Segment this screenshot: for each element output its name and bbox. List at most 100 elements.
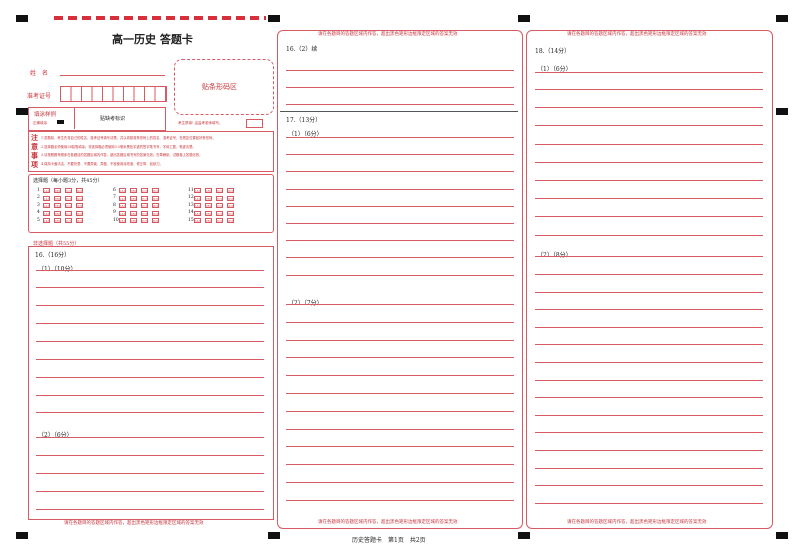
choice-option-bubble[interactable]: [C] [65,210,72,216]
choice-option-bubble[interactable]: [C] [216,195,223,201]
answer-line[interactable] [286,482,514,483]
choice-option-bubble[interactable]: [B] [130,188,137,193]
answer-line[interactable] [36,377,264,378]
answer-line[interactable] [286,304,514,305]
choice-option-bubble[interactable]: [B] [130,218,137,223]
choice-option-bubble[interactable]: [A] [194,210,201,216]
choice-option-bubble[interactable]: [A] [119,195,126,201]
answer-line[interactable] [535,503,763,504]
answer-line[interactable] [36,491,264,492]
choice-option-bubble[interactable]: [D] [76,203,83,208]
answer-line[interactable] [535,162,763,163]
choice-option-bubble[interactable]: [D] [76,218,83,223]
choice-option-bubble[interactable]: [A] [119,203,126,208]
answer-line[interactable] [36,509,264,510]
choice-option-bubble[interactable]: [D] [76,195,83,201]
choice-option-bubble[interactable]: [D] [76,210,83,216]
choice-option-bubble[interactable]: [A] [43,188,50,193]
choice-option-bubble[interactable]: [C] [65,203,72,208]
choice-option-bubble[interactable]: [C] [65,218,72,223]
answer-line[interactable] [36,359,264,360]
choice-option-bubble[interactable]: [A] [43,210,50,216]
answer-line[interactable] [286,87,514,88]
answer-line[interactable] [36,437,264,438]
absent-box[interactable] [246,119,263,128]
choice-option-bubble[interactable]: [C] [216,188,223,193]
choice-option-bubble[interactable]: [B] [205,218,212,223]
answer-line[interactable] [286,340,514,341]
choice-option-bubble[interactable]: [B] [54,203,61,208]
answer-line[interactable] [286,137,514,138]
choice-option-bubble[interactable]: [D] [152,195,159,201]
choice-option-bubble[interactable]: [A] [194,203,201,208]
answer-line[interactable] [36,341,264,342]
choice-option-bubble[interactable]: [C] [141,188,148,193]
choice-option-bubble[interactable]: [B] [130,203,137,208]
choice-option-bubble[interactable]: [D] [227,203,234,208]
choice-option-bubble[interactable]: [D] [152,188,159,193]
choice-option-bubble[interactable]: [C] [141,210,148,216]
answer-line[interactable] [36,270,264,271]
answer-line[interactable] [286,375,514,376]
answer-line[interactable] [286,357,514,358]
answer-line[interactable] [286,446,514,447]
answer-line[interactable] [535,198,763,199]
answer-line[interactable] [286,189,514,190]
answer-line[interactable] [286,223,514,224]
choice-option-bubble[interactable]: [B] [54,195,61,201]
answer-line[interactable] [535,362,763,363]
answer-line[interactable] [535,235,763,236]
answer-line[interactable] [535,468,763,469]
choice-option-bubble[interactable]: [A] [119,188,126,193]
answer-line[interactable] [535,72,763,73]
answer-line[interactable] [286,411,514,412]
answer-line[interactable] [286,154,514,155]
answer-line[interactable] [535,274,763,275]
choice-option-bubble[interactable]: [D] [152,218,159,223]
answer-line[interactable] [286,464,514,465]
choice-option-bubble[interactable]: [C] [141,195,148,201]
choice-option-bubble[interactable]: [D] [227,188,234,193]
answer-line[interactable] [535,125,763,126]
choice-option-bubble[interactable]: [B] [130,210,137,216]
choice-option-bubble[interactable]: [A] [43,218,50,223]
answer-line[interactable] [286,104,514,105]
answer-line[interactable] [286,393,514,394]
choice-option-bubble[interactable]: [A] [119,218,126,223]
answer-line[interactable] [535,450,763,451]
choice-option-bubble[interactable]: [D] [152,203,159,208]
answer-line[interactable] [36,473,264,474]
choice-option-bubble[interactable]: [D] [227,218,234,223]
choice-option-bubble[interactable]: [C] [141,218,148,223]
answer-line[interactable] [36,455,264,456]
choice-option-bubble[interactable]: [D] [76,188,83,193]
answer-line[interactable] [535,292,763,293]
answer-line[interactable] [535,380,763,381]
answer-line[interactable] [36,412,264,413]
answer-line[interactable] [286,171,514,172]
answer-line[interactable] [535,144,763,145]
choice-option-bubble[interactable]: [A] [194,188,201,193]
choice-option-bubble[interactable]: [C] [65,195,72,201]
choice-option-bubble[interactable]: [B] [54,188,61,193]
answer-line[interactable] [535,89,763,90]
choice-option-bubble[interactable]: [B] [54,210,61,216]
answer-line[interactable] [535,344,763,345]
choice-option-bubble[interactable]: [D] [227,210,234,216]
answer-line[interactable] [535,327,763,328]
answer-line[interactable] [286,257,514,258]
name-field[interactable] [60,75,165,76]
choice-option-bubble[interactable]: [D] [227,195,234,201]
exam-no-grid[interactable] [60,86,167,102]
choice-option-bubble[interactable]: [A] [194,195,201,201]
choice-option-bubble[interactable]: [B] [205,195,212,201]
answer-line[interactable] [535,216,763,217]
answer-line[interactable] [535,397,763,398]
choice-option-bubble[interactable]: [C] [216,218,223,223]
answer-line[interactable] [286,429,514,430]
answer-line[interactable] [286,500,514,501]
answer-line[interactable] [535,485,763,486]
choice-option-bubble[interactable]: [B] [205,188,212,193]
choice-option-bubble[interactable]: [C] [65,188,72,193]
answer-line[interactable] [535,415,763,416]
